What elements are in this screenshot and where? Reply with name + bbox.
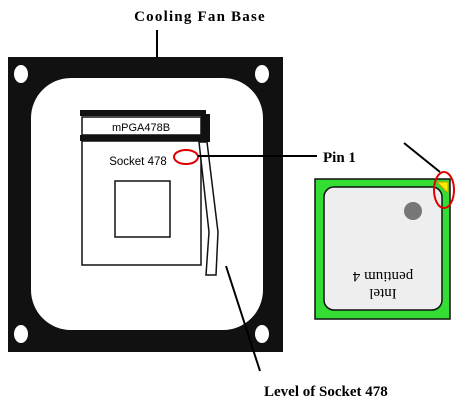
socket-model-label: mPGA478B [112, 122, 170, 134]
diagram-title: Cooling Fan Base [134, 9, 266, 25]
cpu-brand-label: Intel [369, 285, 397, 301]
socket-band [80, 135, 206, 141]
cpu-pin1-marker [435, 181, 449, 195]
cpu-label-rotated: Intel pentium 4 [352, 268, 413, 301]
lever-label: Level of Socket 478 [264, 384, 388, 400]
mount-hole-top-left [14, 65, 28, 83]
pin1-label: Pin 1 [323, 150, 356, 166]
socket-name-label: Socket 478 [109, 156, 167, 168]
socket-top-bar [80, 110, 206, 116]
lever-leader-line [225, 265, 261, 372]
cpu-pin1-highlight [433, 171, 455, 209]
cpu-model-label: pentium 4 [352, 268, 413, 284]
lever-top-block [201, 114, 210, 142]
socket-cavity [114, 180, 171, 238]
socket-lever [198, 141, 219, 276]
mount-hole-top-right [255, 65, 269, 83]
mount-hole-bottom-left [14, 325, 28, 343]
mount-hole-bottom-right [255, 325, 269, 343]
pin1-cpu-leader-line [403, 142, 441, 173]
cpu-orientation-dot [404, 202, 422, 220]
